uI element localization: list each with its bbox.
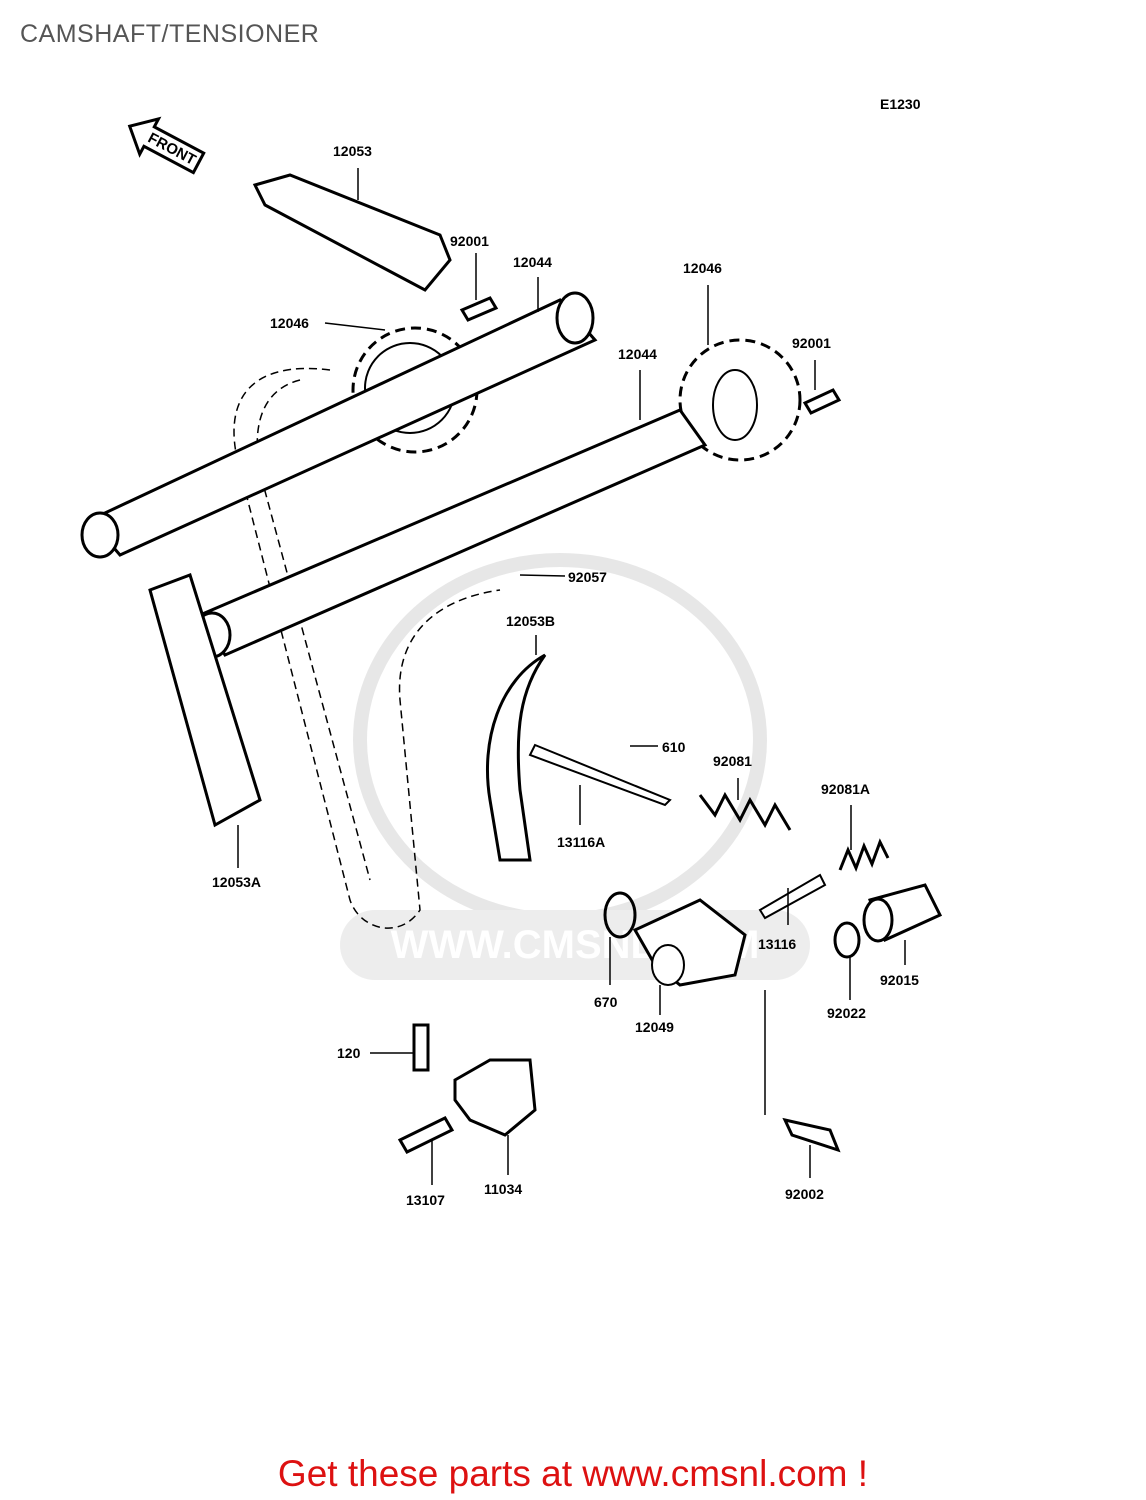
part-label-92057: 92057 <box>568 569 607 585</box>
leader-lines <box>237 168 906 1185</box>
spring-92081a <box>838 838 890 873</box>
tensioner-body <box>632 898 747 987</box>
part-label-12053a: 12053A <box>212 874 262 890</box>
pushrod <box>528 743 672 807</box>
pin-13107 <box>397 1116 455 1154</box>
bolt-92001-right <box>802 388 842 415</box>
part-label-120: 120 <box>337 1045 361 1061</box>
washer-92022 <box>833 921 861 959</box>
bolt-120 <box>412 1023 430 1072</box>
part-label-11034: 11034 <box>484 1181 523 1197</box>
part-label-610: 610 <box>662 739 686 755</box>
page-title: CAMSHAFT/TENSIONER <box>20 20 320 48</box>
front-arrow-icon: FRONT <box>127 116 206 175</box>
part-label-92002: 92002 <box>785 1186 824 1202</box>
chain-guide-left <box>148 573 262 828</box>
timing-chain <box>233 367 501 929</box>
o-ring-670 <box>603 891 637 939</box>
bracket-11034 <box>453 1058 537 1137</box>
part-label-92001-right: 92001 <box>792 335 831 351</box>
chain-guide-top <box>252 173 452 292</box>
cap-92015 <box>862 883 943 943</box>
part-label-92081a: 92081A <box>821 781 871 797</box>
part-label-12053: 12053 <box>333 143 372 159</box>
sprocket-right <box>678 338 802 462</box>
spring-92081 <box>698 791 792 831</box>
rod-13116 <box>758 873 827 920</box>
camshaft-upper <box>80 291 598 559</box>
part-label-92015: 92015 <box>880 972 919 988</box>
part-label-92081: 92081 <box>713 753 752 769</box>
bolt-92002 <box>782 1117 841 1153</box>
part-label-13116a: 13116A <box>557 834 606 850</box>
bolt-92001-left <box>459 296 499 322</box>
part-label-92022: 92022 <box>827 1005 866 1021</box>
tensioner-guide <box>486 653 547 862</box>
part-label-12049: 12049 <box>635 1019 674 1035</box>
part-label-12053b: 12053B <box>506 613 556 629</box>
part-label-13107: 13107 <box>406 1192 445 1208</box>
part-label-92001-left: 92001 <box>450 233 489 249</box>
part-label-12044-lower: 12044 <box>618 346 657 362</box>
part-label-12044-upper: 12044 <box>513 254 552 270</box>
part-label-13116: 13116 <box>758 936 797 952</box>
part-label-12046-right: 12046 <box>683 260 722 276</box>
part-label-12046-left: 12046 <box>270 315 309 331</box>
part-label-670: 670 <box>594 994 618 1010</box>
promo-link[interactable]: Get these parts at www.cmsnl.com ! <box>277 1453 869 1494</box>
diagram-code: E1230 <box>880 96 921 112</box>
